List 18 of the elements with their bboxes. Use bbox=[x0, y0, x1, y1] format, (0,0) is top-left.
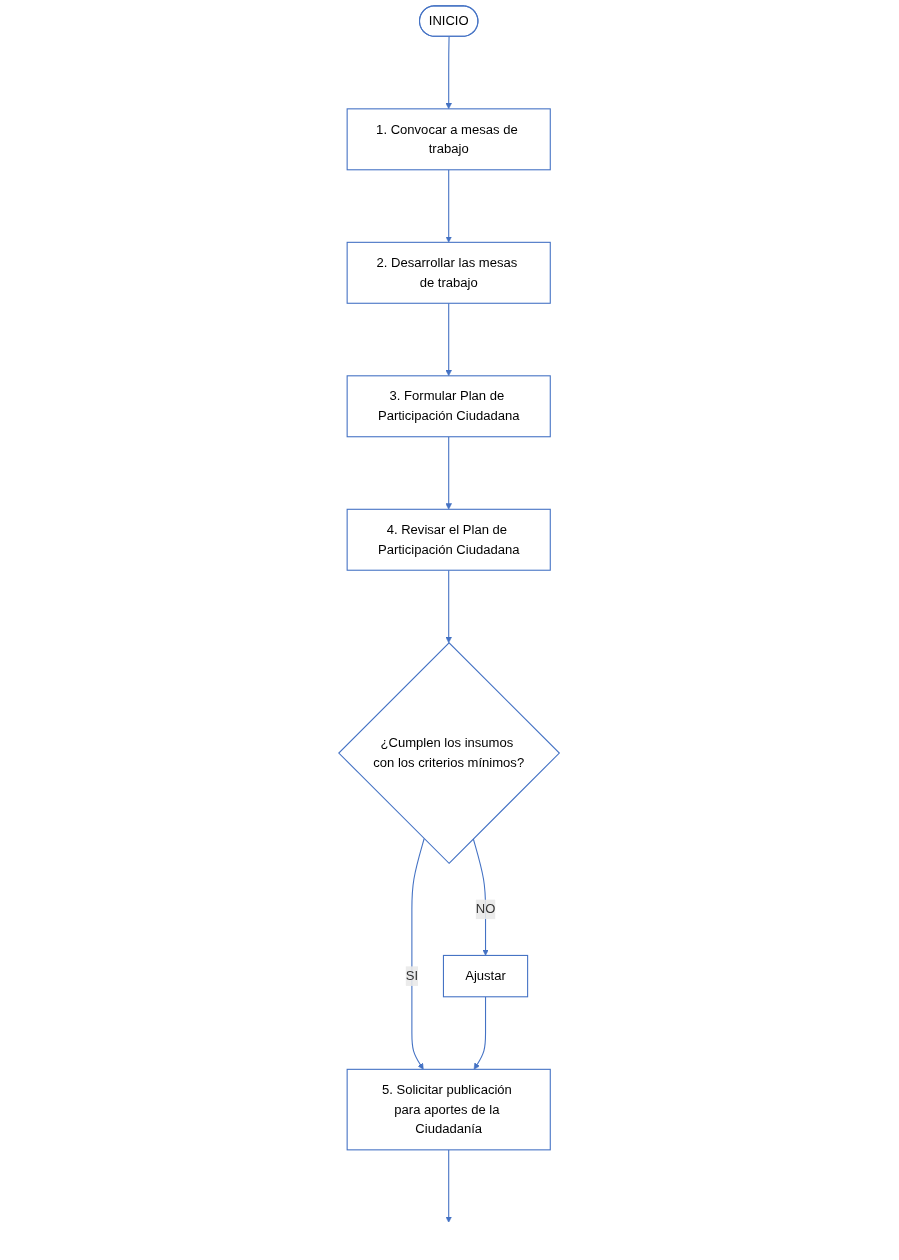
arrow bbox=[445, 1149, 453, 1223]
node-box: Ajustar bbox=[443, 954, 529, 998]
node-diamond: ¿Cumplen los insumos con los criterios mínimos? bbox=[338, 642, 561, 865]
edge-label: SI bbox=[406, 968, 419, 983]
node-box: 2. Desarrollar las mesas de trabajo bbox=[347, 241, 552, 304]
node-box: 3. Formular Plan de Participación Ciudadana bbox=[347, 375, 552, 438]
edge-label: NO bbox=[476, 901, 496, 917]
arrow bbox=[411, 838, 426, 1070]
arrow bbox=[445, 436, 453, 510]
node-box: 5. Solicitar publicación para aportes de la Ciudadanía bbox=[347, 1068, 552, 1151]
node-box: 1. Convocar a mesas de trabajo bbox=[347, 108, 552, 171]
arrow bbox=[474, 996, 487, 1070]
arrow bbox=[445, 36, 453, 110]
arrow bbox=[445, 169, 453, 243]
arrow bbox=[445, 302, 453, 377]
arrow bbox=[445, 569, 453, 644]
node-box: 4. Revisar el Plan de Participación Ciudadana bbox=[347, 508, 552, 571]
arrow bbox=[473, 838, 490, 956]
